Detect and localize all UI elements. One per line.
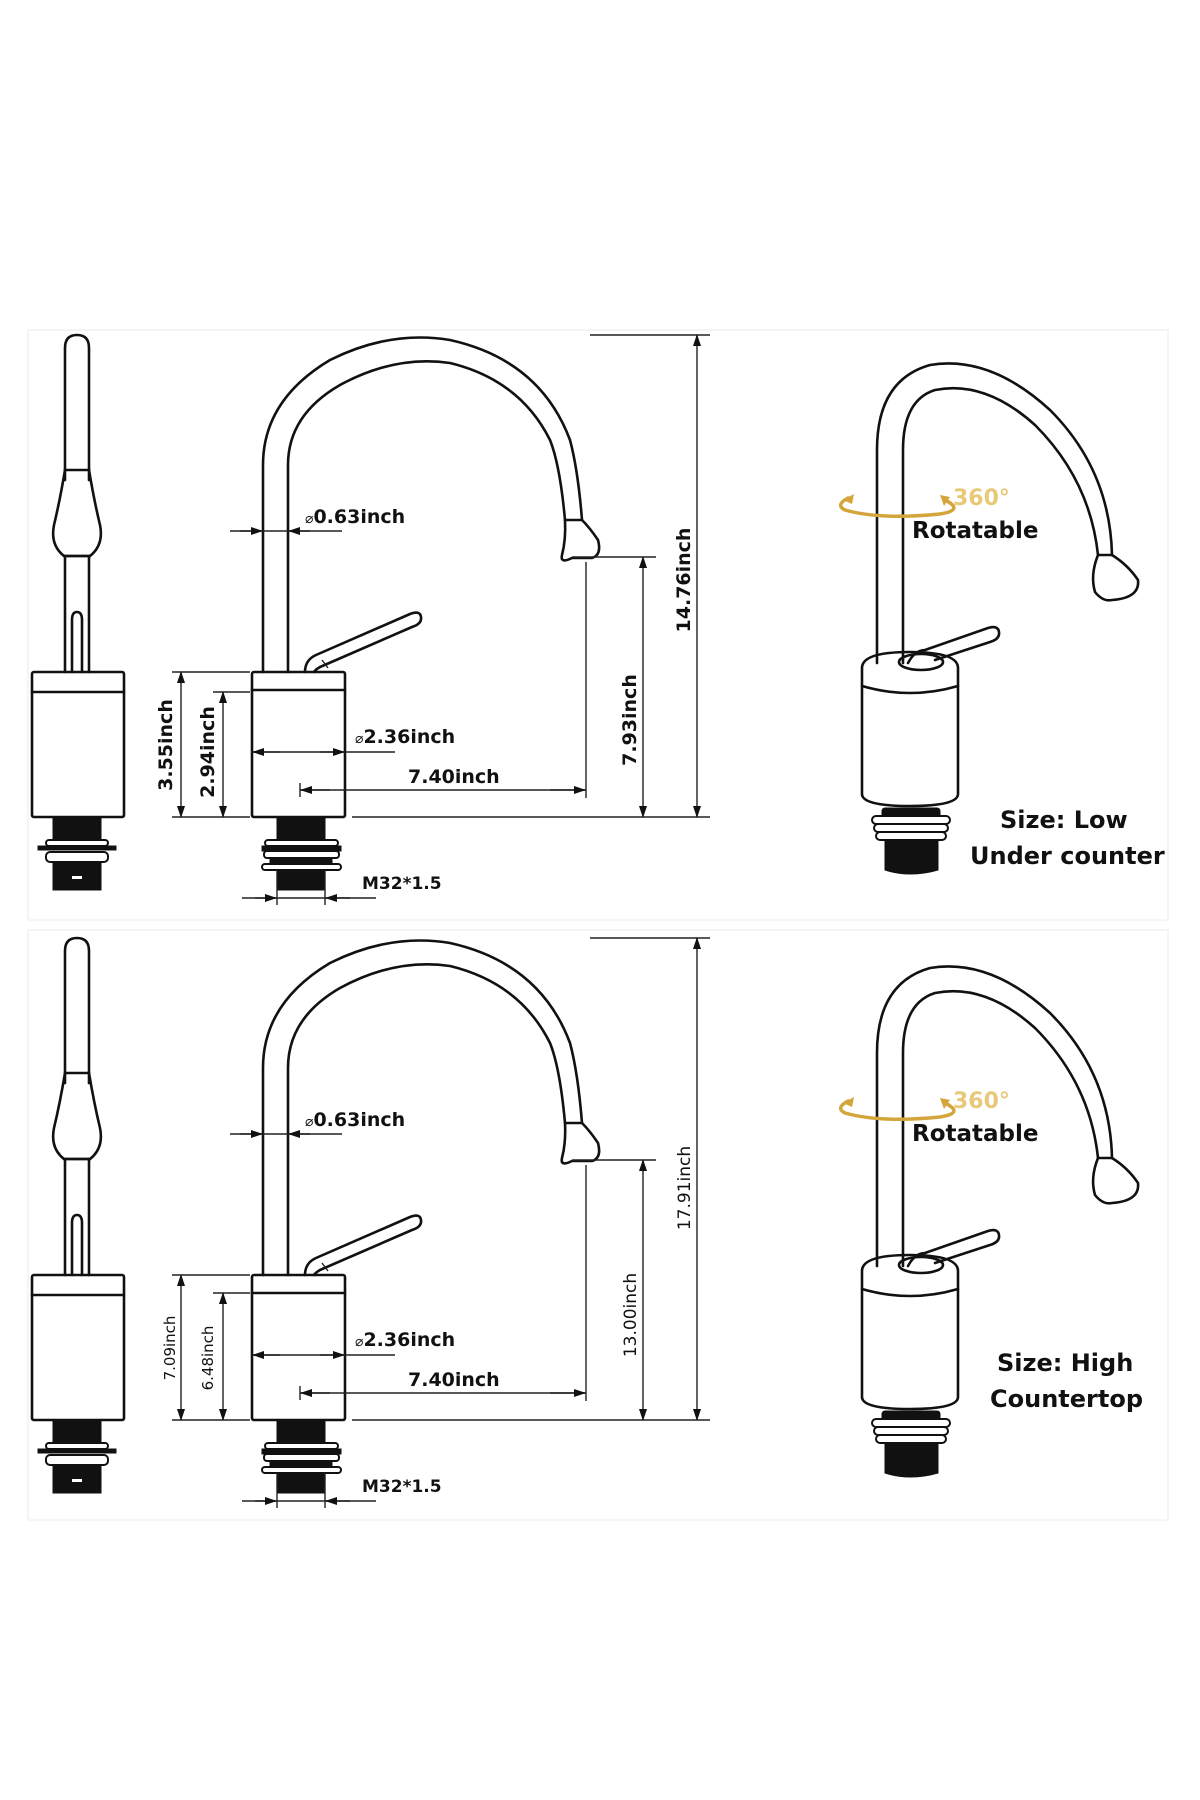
rotation-label: Rotatable (912, 518, 1039, 544)
spout-height-label: 13.00inch (621, 1273, 641, 1357)
total-height-label: 14.76inch (673, 528, 695, 633)
panel-frame-high (27, 929, 1169, 1521)
body-height-outer-label: 3.55inch (155, 699, 177, 791)
panel-frame-low (27, 329, 1169, 921)
rotation-label: Rotatable (912, 1121, 1039, 1147)
rotation-arrow-icon (838, 496, 956, 518)
body-height-inner-label: 2.94inch (197, 706, 219, 798)
size-label: Size: High (997, 1349, 1133, 1377)
rotation-arrow-icon (838, 1099, 956, 1121)
variant-low: ⌀0.63inch ⌀2.36inch 7.40inch 7.93inch 14… (30, 333, 1165, 905)
size-label: Size: Low (1000, 806, 1128, 834)
front-view (250, 336, 601, 891)
total-height-label: 17.91inch (675, 1146, 695, 1230)
thread-label: M32*1.5 (362, 1477, 442, 1497)
body-height-outer-label: 7.09inch (161, 1316, 179, 1381)
perspective-view: 360° Rotatable Size: High Countertop (838, 965, 1143, 1478)
rotation-degrees: 360° (953, 1089, 1010, 1114)
side-view (30, 936, 126, 1494)
thread-label: M32*1.5 (362, 874, 442, 894)
size-sublabel: Countertop (990, 1385, 1143, 1413)
variant-high: ⌀0.63inch ⌀2.36inch 7.40inch 13.00inch 1… (30, 936, 1143, 1508)
front-view (250, 939, 601, 1494)
size-sublabel: Under counter (970, 842, 1165, 870)
spout-height-label: 7.93inch (619, 674, 641, 766)
side-view (30, 333, 126, 891)
perspective-view: 360° Rotatable Size: Low Under counter (838, 362, 1165, 875)
dimensions: ⌀0.63inch ⌀2.36inch 7.40inch 13.00inch 1… (161, 937, 710, 1508)
spout-diameter-label: ⌀0.63inch (305, 1109, 405, 1131)
rotation-degrees: 360° (953, 486, 1010, 511)
reach-label: 7.40inch (408, 766, 500, 788)
body-diameter-label: ⌀2.36inch (355, 726, 455, 748)
body-height-inner-label: 6.48inch (199, 1326, 217, 1391)
reach-label: 7.40inch (408, 1369, 500, 1391)
dimensions: ⌀0.63inch ⌀2.36inch 7.40inch 7.93inch 14… (155, 334, 710, 905)
spout-diameter-label: ⌀0.63inch (305, 506, 405, 528)
body-diameter-label: ⌀2.36inch (355, 1329, 455, 1351)
